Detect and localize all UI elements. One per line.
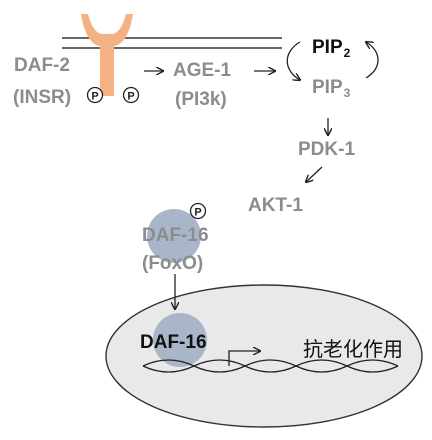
arrow-pdk1-to-akt1: [306, 166, 323, 182]
age1-sublabel: (PI3k): [175, 89, 227, 110]
cycle-arrow-icon: [286, 42, 379, 80]
age1-label: AGE-1: [173, 60, 232, 81]
anti-aging-label: 抗老化作用: [303, 339, 403, 361]
akt1-label: AKT-1: [248, 195, 303, 216]
pip3-subscript: 3: [343, 86, 351, 100]
transcription-start-arrow-icon: [228, 351, 260, 366]
pip3-label: PIP3: [312, 78, 350, 99]
daf16-cytoplasm-circle: [147, 209, 201, 263]
pip2-subscript: 2: [343, 46, 351, 60]
daf2-sublabel: (INSR): [13, 87, 72, 108]
phosphate-circle-icon: P: [122, 86, 140, 104]
daf2-receptor: [81, 14, 133, 96]
daf16-sublabel: (FoxO): [142, 253, 204, 274]
phospho-mark-3: P: [194, 207, 201, 219]
pdk1-label: PDK-1: [298, 139, 356, 160]
dna-helix-icon: [142, 359, 399, 373]
phosphate-circle-icon: P: [86, 86, 104, 104]
pip2-text: PIP: [312, 37, 343, 58]
daf2-label: DAF-2: [14, 55, 70, 76]
phosphate-circle-icon: P: [189, 202, 207, 220]
phospho-mark-2: P: [127, 91, 134, 103]
pip2-label: PIP2: [312, 38, 350, 59]
pip3-text: PIP: [312, 77, 343, 98]
daf16-label: DAF-16: [142, 225, 209, 246]
daf16-nucleus-label: DAF-16: [140, 332, 207, 353]
daf16-nucleus-circle: [153, 313, 207, 367]
phospho-mark-1: P: [91, 91, 98, 103]
